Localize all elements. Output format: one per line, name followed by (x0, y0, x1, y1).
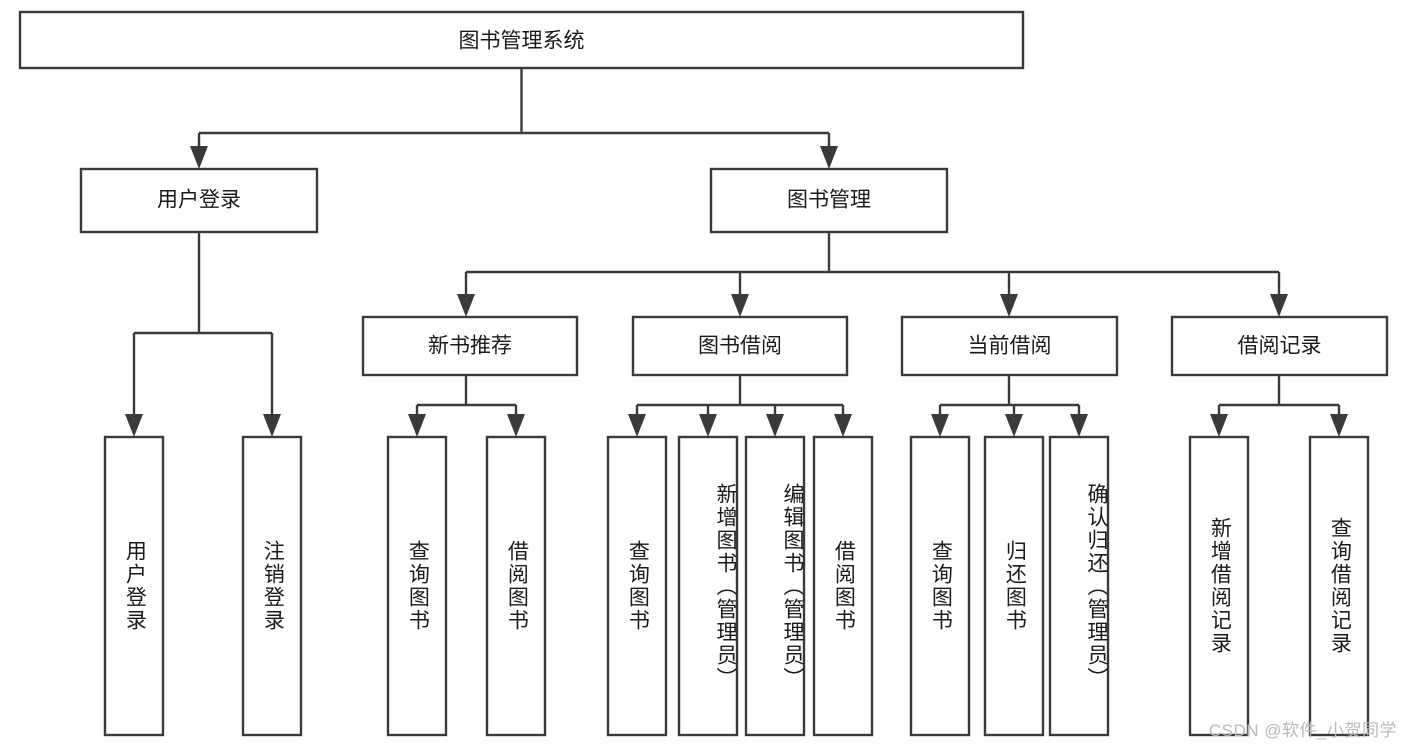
arrow-head-icon (1210, 414, 1228, 437)
node-borrow-record[interactable]: 借阅记录 (1170, 315, 1389, 377)
connector-group-borrow-to-leaves (628, 375, 852, 437)
arrow-head-icon (263, 414, 281, 437)
leaf-box-query-borrow-record[interactable] (1308, 435, 1370, 737)
arrow-head-icon (190, 146, 208, 169)
node-current-borrow-label: 当前借阅 (968, 335, 1052, 358)
leaf-box-query-book-2[interactable] (606, 435, 668, 737)
node-new-book-recommend[interactable]: 新书推荐 (361, 315, 579, 377)
node-root[interactable]: 图书管理系统 (18, 10, 1025, 70)
leaf-box-borrow-book-2[interactable] (812, 435, 874, 737)
node-current-borrow[interactable]: 当前借阅 (900, 315, 1119, 377)
connector-group-root-to-level2 (190, 68, 838, 169)
node-book-management[interactable]: 图书管理 (709, 167, 949, 234)
leaf-box-confirm-return-admin[interactable] (1048, 435, 1110, 737)
leaf-box-borrow-book-1[interactable] (485, 435, 547, 737)
arrow-head-icon (507, 414, 525, 437)
node-book-borrow-label: 图书借阅 (698, 335, 782, 358)
arrow-head-icon (834, 414, 852, 437)
arrow-head-icon (820, 146, 838, 169)
leaf-box-query-book-1[interactable] (386, 435, 448, 737)
connector-group-userlogin-to-leaves (125, 232, 281, 437)
node-book-borrow-box[interactable] (631, 315, 849, 377)
arrow-head-icon (931, 414, 949, 437)
node-borrow-record-box[interactable] (1170, 315, 1389, 377)
node-book-management-label: 图书管理 (787, 189, 871, 212)
arrow-head-icon (457, 294, 475, 317)
connector-group-bookmgmt-to-level3 (457, 232, 1288, 317)
node-borrow-record-label: 借阅记录 (1238, 335, 1322, 358)
leaf-node-group (103, 435, 1370, 737)
arrow-head-icon (766, 414, 784, 437)
node-new-book-recommend-label: 新书推荐 (428, 335, 512, 358)
watermark-text: CSDN @软件_小贺同学 (1208, 721, 1397, 740)
node-root-box[interactable] (18, 10, 1025, 70)
arrow-head-icon (1000, 294, 1018, 317)
arrow-head-icon (731, 294, 749, 317)
arrow-head-icon (628, 414, 646, 437)
arrow-head-icon (1005, 414, 1023, 437)
node-user-login-box[interactable] (79, 167, 319, 234)
arrow-head-icon (1070, 414, 1088, 437)
connector-group-newbook-to-leaves (408, 375, 525, 437)
node-book-management-box[interactable] (709, 167, 949, 234)
node-current-borrow-box[interactable] (900, 315, 1119, 377)
leaf-box-user-login[interactable] (103, 435, 165, 737)
leaf-box-return-book[interactable] (983, 435, 1045, 737)
arrow-head-icon (125, 414, 143, 437)
arrow-head-icon (1330, 414, 1348, 437)
arrow-head-icon (408, 414, 426, 437)
connector-group-currentborrow-to-leaves (931, 375, 1088, 437)
leaf-box-edit-book-admin[interactable] (744, 435, 806, 737)
connector-group-borrowrecord-to-leaves (1210, 375, 1348, 437)
node-user-login[interactable]: 用户登录 (79, 167, 319, 234)
leaf-box-add-borrow-record[interactable] (1188, 435, 1250, 737)
node-root-label: 图书管理系统 (459, 30, 585, 53)
arrow-head-icon (1270, 294, 1288, 317)
leaf-box-logout[interactable] (241, 435, 303, 737)
node-book-borrow[interactable]: 图书借阅 (631, 315, 849, 377)
node-user-login-label: 用户登录 (157, 189, 241, 212)
leaf-box-add-book-admin[interactable] (677, 435, 739, 737)
arrow-head-icon (699, 414, 717, 437)
node-new-book-recommend-box[interactable] (361, 315, 579, 377)
leaf-box-query-book-3[interactable] (909, 435, 971, 737)
